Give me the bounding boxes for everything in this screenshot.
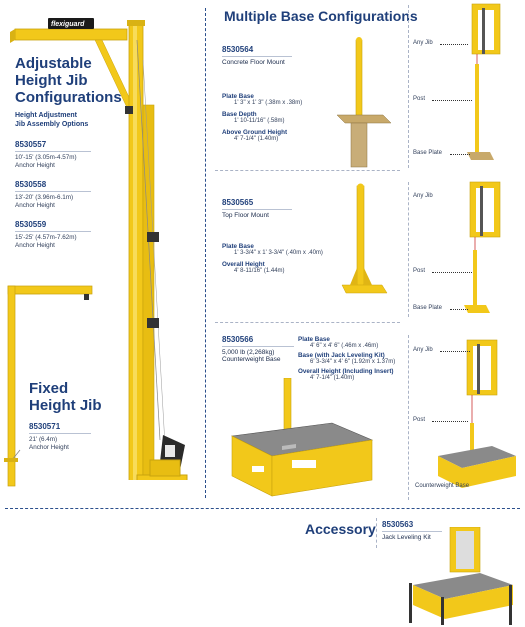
height-label: Anchor Height xyxy=(15,242,55,249)
height-range: 13'-20' (3.96m-6.1m) xyxy=(15,194,74,201)
part-number: 8530558 xyxy=(15,180,47,189)
height-range: 10'-15' (3.05m-4.57m) xyxy=(15,154,77,161)
callout-any-jib: Any Jib xyxy=(413,193,433,199)
callout-leader xyxy=(440,44,468,45)
callout-divider xyxy=(408,182,409,317)
title-line: Fixed xyxy=(29,380,69,397)
spec-value: 4' 7-1/4" (1.40m) xyxy=(310,375,355,381)
callout-base-plate: Base Plate xyxy=(413,150,443,156)
callout-leader xyxy=(450,154,470,155)
spec-heading: Overall Height xyxy=(222,261,265,268)
spec-value: 1' 3-3/4" x 1' 3-3/4" (.40m x .40m) xyxy=(234,250,323,256)
brand-logo: flexiguard xyxy=(51,21,85,28)
height-label: Anchor Height xyxy=(29,444,69,451)
spec-value: 4' 8-11/16" (1.44m) xyxy=(234,268,285,274)
product-name: Counterweight Base xyxy=(222,356,281,363)
product-name: 5,000 lb (2,268kg) xyxy=(222,349,275,356)
concrete-callout-diagram xyxy=(467,3,501,160)
callout-post: Post xyxy=(413,268,426,274)
title-line: Configurations xyxy=(15,89,122,106)
spec-heading: Base Depth xyxy=(222,111,257,118)
column-divider xyxy=(205,8,206,498)
spec-value: 4' 6" x 4' 6" (.46m x .46m) xyxy=(310,343,379,349)
spec-value: 1' 3" x 1' 3" (.38m x .38m) xyxy=(234,100,303,106)
spec-heading: Plate Base xyxy=(222,93,254,100)
part-number: 8530564 xyxy=(222,45,254,54)
spec-heading: Plate Base xyxy=(298,336,330,343)
callout-any-jib: Any Jib xyxy=(413,347,433,353)
callout-counterweight-base: Counterweight Base xyxy=(415,483,470,489)
height-label: Anchor Height xyxy=(15,162,55,169)
callout-leader xyxy=(432,421,468,422)
part-number: 8530557 xyxy=(15,140,47,149)
subtitle-line: Jib Assembly Options xyxy=(15,121,89,128)
spec-heading: Above Ground Height xyxy=(222,129,288,136)
callout-leader xyxy=(450,309,468,310)
spec-heading: Base (with Jack Leveling Kit) xyxy=(298,352,385,359)
fixed-jib-illustration xyxy=(4,285,93,487)
height-label: Anchor Height xyxy=(15,202,55,209)
adjustable-jib-subtitle: Height Adjustment Jib Assembly Options xyxy=(15,111,88,129)
top-mount-illustration xyxy=(341,183,388,294)
title-line: Adjustable xyxy=(15,55,92,72)
callout-leader xyxy=(432,272,472,273)
part-number: 8530563 xyxy=(382,520,414,529)
fixed-jib-title: Fixed Height Jib xyxy=(29,380,102,414)
product-name: Concrete Floor Mount xyxy=(222,59,285,66)
jib-option-2: 8530558 13'-20' (3.96m-6.1m) Anchor Heig… xyxy=(15,180,91,210)
height-range: 15'-25' (4.57m-7.62m) xyxy=(15,234,77,241)
panel-divider xyxy=(215,170,400,171)
callout-post: Post xyxy=(413,417,426,423)
concrete-mount-illustration xyxy=(336,37,392,168)
spec-value: 6' 3-3/4" x 4' 6" (1.92m x 1.37m) xyxy=(310,359,396,365)
height-range: 21' (6.4m) xyxy=(29,436,58,443)
product-name: Top Floor Mount xyxy=(222,212,269,219)
callout-divider xyxy=(408,5,409,168)
concrete-header: 8530564 Concrete Floor Mount xyxy=(222,45,292,66)
top-specs: Plate Base 1' 3-3/4" x 1' 3-3/4" (.40m x… xyxy=(222,243,323,274)
product-name: Jack Leveling Kit xyxy=(382,534,431,541)
fixed-jib-option: 8530571 21' (6.4m) Anchor Height xyxy=(29,422,91,452)
callout-any-jib: Any Jib xyxy=(413,40,433,46)
accessory-divider-v xyxy=(376,518,377,548)
counter-header: 8530566 5,000 lb (2,268kg) Counterweight… xyxy=(222,335,294,363)
part-number: 8530566 xyxy=(222,335,254,344)
callout-divider xyxy=(408,335,409,500)
jib-option-1: 8530557 10'-15' (3.05m-4.57m) Anchor Hei… xyxy=(15,140,91,170)
counter-callout-diagram xyxy=(438,339,516,488)
adjustable-jib-title: Adjustable Height Jib Configurations xyxy=(15,55,125,106)
jib-option-3: 8530559 15'-25' (4.57m-7.62m) Anchor Hei… xyxy=(15,220,91,250)
callout-base-plate: Base Plate xyxy=(413,305,443,311)
counter-specs: Plate Base 4' 6" x 4' 6" (.46m x .46m) B… xyxy=(298,336,395,381)
spec-value: 4' 7-1/4" (1.40m) xyxy=(234,136,279,142)
accessory-heading: Accessory xyxy=(305,521,376,537)
subtitle-line: Height Adjustment xyxy=(15,112,77,119)
spec-heading: Plate Base xyxy=(222,243,254,250)
title-line: Height Jib xyxy=(29,397,102,414)
bases-heading: Multiple Base Configurations xyxy=(224,8,418,24)
top-callout-diagram xyxy=(464,181,501,313)
concrete-specs: Plate Base 1' 3" x 1' 3" (.38m x .38m) B… xyxy=(222,93,302,142)
title-line: Height Jib xyxy=(15,72,88,89)
panel-divider xyxy=(215,322,400,323)
spec-value: 1' 10-11/16" (.58m) xyxy=(234,118,285,124)
accessory-item: 8530563 Jack Leveling Kit xyxy=(382,520,442,541)
callout-post: Post xyxy=(413,96,426,102)
adjustable-jib-illustration: flexiguard xyxy=(10,18,188,480)
callout-leader xyxy=(440,351,470,352)
top-header: 8530565 Top Floor Mount xyxy=(222,198,292,219)
part-number: 8530559 xyxy=(15,220,47,229)
part-number: 8530565 xyxy=(222,198,254,207)
jack-leveling-kit-illustration xyxy=(409,527,513,625)
spec-heading: Overall Height (Including Insert) xyxy=(298,368,394,375)
accessory-divider xyxy=(5,508,520,509)
callout-leader xyxy=(432,100,472,101)
counterweight-illustration xyxy=(230,378,374,497)
part-number: 8530571 xyxy=(29,422,61,431)
